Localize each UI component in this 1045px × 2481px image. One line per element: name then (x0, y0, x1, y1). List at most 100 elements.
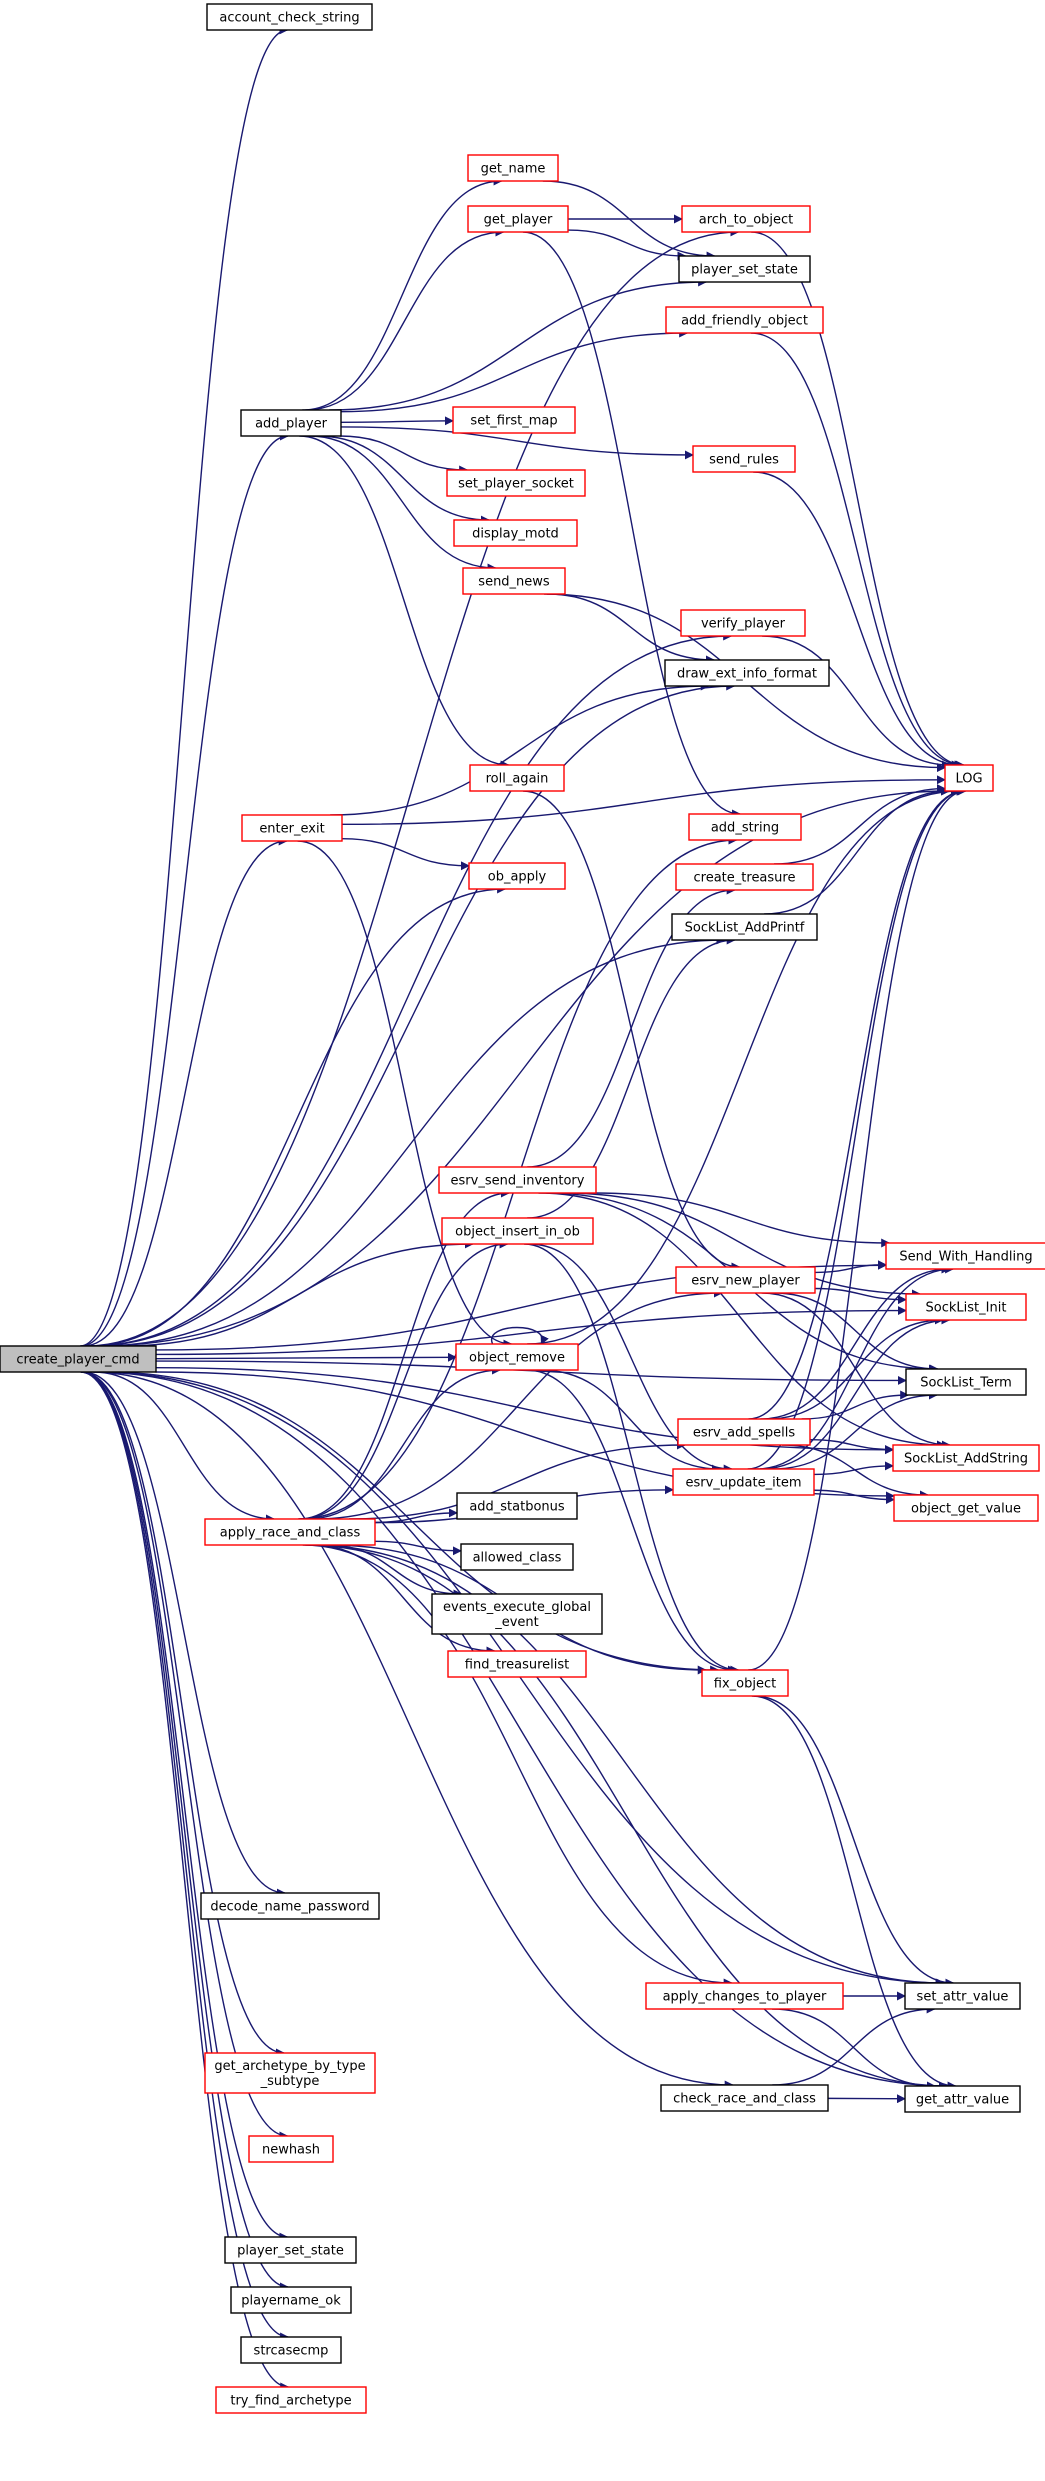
node-add-string[interactable]: add_string (688, 813, 802, 841)
node-SockList-AddPrintf[interactable]: SockList_AddPrintf (671, 913, 818, 941)
node-account-check-string[interactable]: account_check_string (206, 3, 373, 31)
node-find-treasurelist[interactable]: find_treasurelist (447, 1650, 587, 1678)
node-box (206, 3, 373, 31)
node-ob-apply[interactable]: ob_apply (468, 862, 566, 890)
node-box (438, 1166, 597, 1194)
edge-esrv_new_player-to-SockList_Term (773, 1292, 939, 1374)
node-try-find-archetype[interactable]: try_find_archetype (215, 2386, 367, 2414)
edge-create_player_cmd-to-playername_ok (80, 1371, 289, 2292)
edge-esrv_add_spells-to-SockList_AddString (809, 1439, 894, 1454)
edge-add_player-to-set_player_socket (339, 435, 469, 475)
node-roll-again[interactable]: roll_again (469, 764, 565, 792)
edge-create_player_cmd-to-verify_player (89, 631, 733, 1347)
node-send-rules[interactable]: send_rules (692, 445, 796, 473)
nodes-layer: create_player_cmd account_check_stringadd… (0, 3, 1045, 2414)
edge-create_player_cmd-to-SockList_AddPrintf (98, 935, 726, 1347)
node-apply-race-and-class[interactable]: apply_race_and_class (204, 1518, 376, 1546)
node-decode-name-password[interactable]: decode_name_password (200, 1892, 380, 1920)
node-set-first-map[interactable]: set_first_map (452, 406, 576, 434)
edge-esrv_send_inventory-to-SockList_Init (563, 1192, 921, 1299)
node-add-player[interactable]: add_player (240, 409, 342, 437)
edge-esrv_update_item-to-Send_With_Handling (756, 1264, 955, 1470)
node-box (447, 1650, 587, 1678)
node-box (460, 1543, 574, 1571)
node-box (688, 813, 802, 841)
node-label: playername_ok (241, 2294, 341, 2309)
node-object-get-value[interactable]: object_get_value (893, 1494, 1039, 1522)
node-enter-exit[interactable]: enter_exit (241, 814, 343, 842)
node-box (671, 913, 818, 941)
node-send-news[interactable]: send_news (462, 567, 566, 595)
node-arch-to-object[interactable]: arch_to_object (681, 205, 811, 233)
node-SockList-AddString[interactable]: SockList_AddString (892, 1444, 1040, 1472)
node-SockList-Init[interactable]: SockList_Init (905, 1293, 1027, 1321)
edge-add_player-to-get_name (302, 176, 503, 411)
edge-enter_exit-to-draw_ext_info_format (330, 681, 710, 816)
node-playername-ok[interactable]: playername_ok (230, 2286, 352, 2314)
node-box (453, 519, 578, 547)
edge-esrv_update_item-to-SockList_Term (772, 1390, 938, 1470)
node-Send-With-Handling[interactable]: Send_With_Handling (885, 1242, 1045, 1270)
node-add-statbonus[interactable]: add_statbonus (456, 1492, 578, 1520)
node-set-player-socket[interactable]: set_player_socket (446, 469, 586, 497)
node-box (200, 1892, 380, 1920)
edge-esrv_add_spells-to-SockList_Term (801, 1390, 910, 1420)
node-draw-ext-info-format[interactable]: draw_ext_info_format (664, 659, 830, 687)
edge-create_player_cmd-to-fix_object (104, 1371, 720, 1675)
node-get-attr-value[interactable]: get_attr_value (904, 2085, 1021, 2113)
node-player-set-state-top[interactable]: player_set_state (678, 255, 811, 283)
node-box (0, 1345, 157, 1373)
node-strcasecmp[interactable]: strcasecmp (240, 2336, 342, 2364)
node-events-execute-global-event[interactable]: events_execute_global_event (431, 1593, 603, 1635)
edge-create_player_cmd-to-object_remove (155, 1352, 457, 1362)
edge-create_player_cmd-to-SockList_Init (155, 1306, 907, 1356)
node-label: LOG (955, 772, 982, 787)
node-box (701, 1669, 789, 1697)
node-allowed-class[interactable]: allowed_class (460, 1543, 574, 1571)
node-label: SockList_Term (920, 1376, 1012, 1391)
node-label: get_attr_value (916, 2093, 1009, 2108)
node-SockList-Term[interactable]: SockList_Term (905, 1368, 1027, 1396)
node-fix-object[interactable]: fix_object (701, 1669, 789, 1697)
node-box (665, 306, 824, 334)
node-get-player[interactable]: get_player (467, 205, 569, 233)
edge-esrv_update_item-to-object_get_value (813, 1489, 895, 1505)
edge-enter_exit-to-ob_apply (341, 837, 470, 871)
node-box (455, 1343, 579, 1371)
node-newhash[interactable]: newhash (248, 2135, 334, 2163)
node-display-motd[interactable]: display_motd (453, 519, 578, 547)
edge-fix_object-to-LOG (748, 786, 967, 1671)
edge-create_player_cmd-to-get_archetype_by_type_subtype (81, 1371, 285, 2058)
node-verify-player[interactable]: verify_player (680, 609, 806, 637)
node-check-race-and-class[interactable]: check_race_and_class (660, 2084, 829, 2112)
node-apply-changes-to-player[interactable]: apply_changes_to_player (645, 1982, 844, 2010)
edge-SockList_AddPrintf-to-LOG (764, 786, 951, 915)
node-box (905, 1368, 1027, 1396)
edge-esrv_send_inventory-to-SockList_AddString (538, 1192, 946, 1450)
edge-add_player-to-send_rules (340, 426, 694, 460)
node-create-treasure[interactable]: create_treasure (675, 863, 814, 891)
edge-enter_exit-to-object_remove (297, 840, 513, 1349)
node-object-insert-in-ob[interactable]: object_insert_in_ob (441, 1217, 594, 1245)
node-LOG[interactable]: LOG (944, 764, 994, 792)
node-get-archetype-by-type-subtype[interactable]: get_archetype_by_type_subtype (204, 2052, 376, 2094)
node-esrv-add-spells[interactable]: esrv_add_spells (677, 1418, 811, 1446)
node-object-remove[interactable]: object_remove (455, 1343, 579, 1371)
edge-esrv_add_spells-to-LOG (748, 786, 966, 1420)
node-label: send_news (478, 575, 550, 590)
node-add-friendly-object[interactable]: add_friendly_object (665, 306, 824, 334)
node-esrv-update-item[interactable]: esrv_update_item (672, 1468, 815, 1496)
node-set-attr-value[interactable]: set_attr_value (904, 1982, 1021, 2010)
node-box (885, 1242, 1045, 1270)
edge-apply_race_and_class-to-apply_changes_to_player (302, 1544, 733, 1988)
node-label: set_first_map (470, 414, 557, 429)
edge-apply_race_and_class-to-set_attr_value (308, 1544, 945, 1988)
node-esrv-send-inventory[interactable]: esrv_send_inventory (438, 1166, 597, 1194)
node-create-player-cmd[interactable]: create_player_cmd (0, 1345, 157, 1373)
node-esrv-new-player[interactable]: esrv_new_player (675, 1266, 816, 1294)
node-get-name[interactable]: get_name (467, 154, 559, 182)
node-player-set-state-bottom[interactable]: player_set_state (224, 2236, 357, 2264)
node-label: apply_race_and_class (220, 1526, 361, 1541)
node-box (467, 154, 559, 182)
